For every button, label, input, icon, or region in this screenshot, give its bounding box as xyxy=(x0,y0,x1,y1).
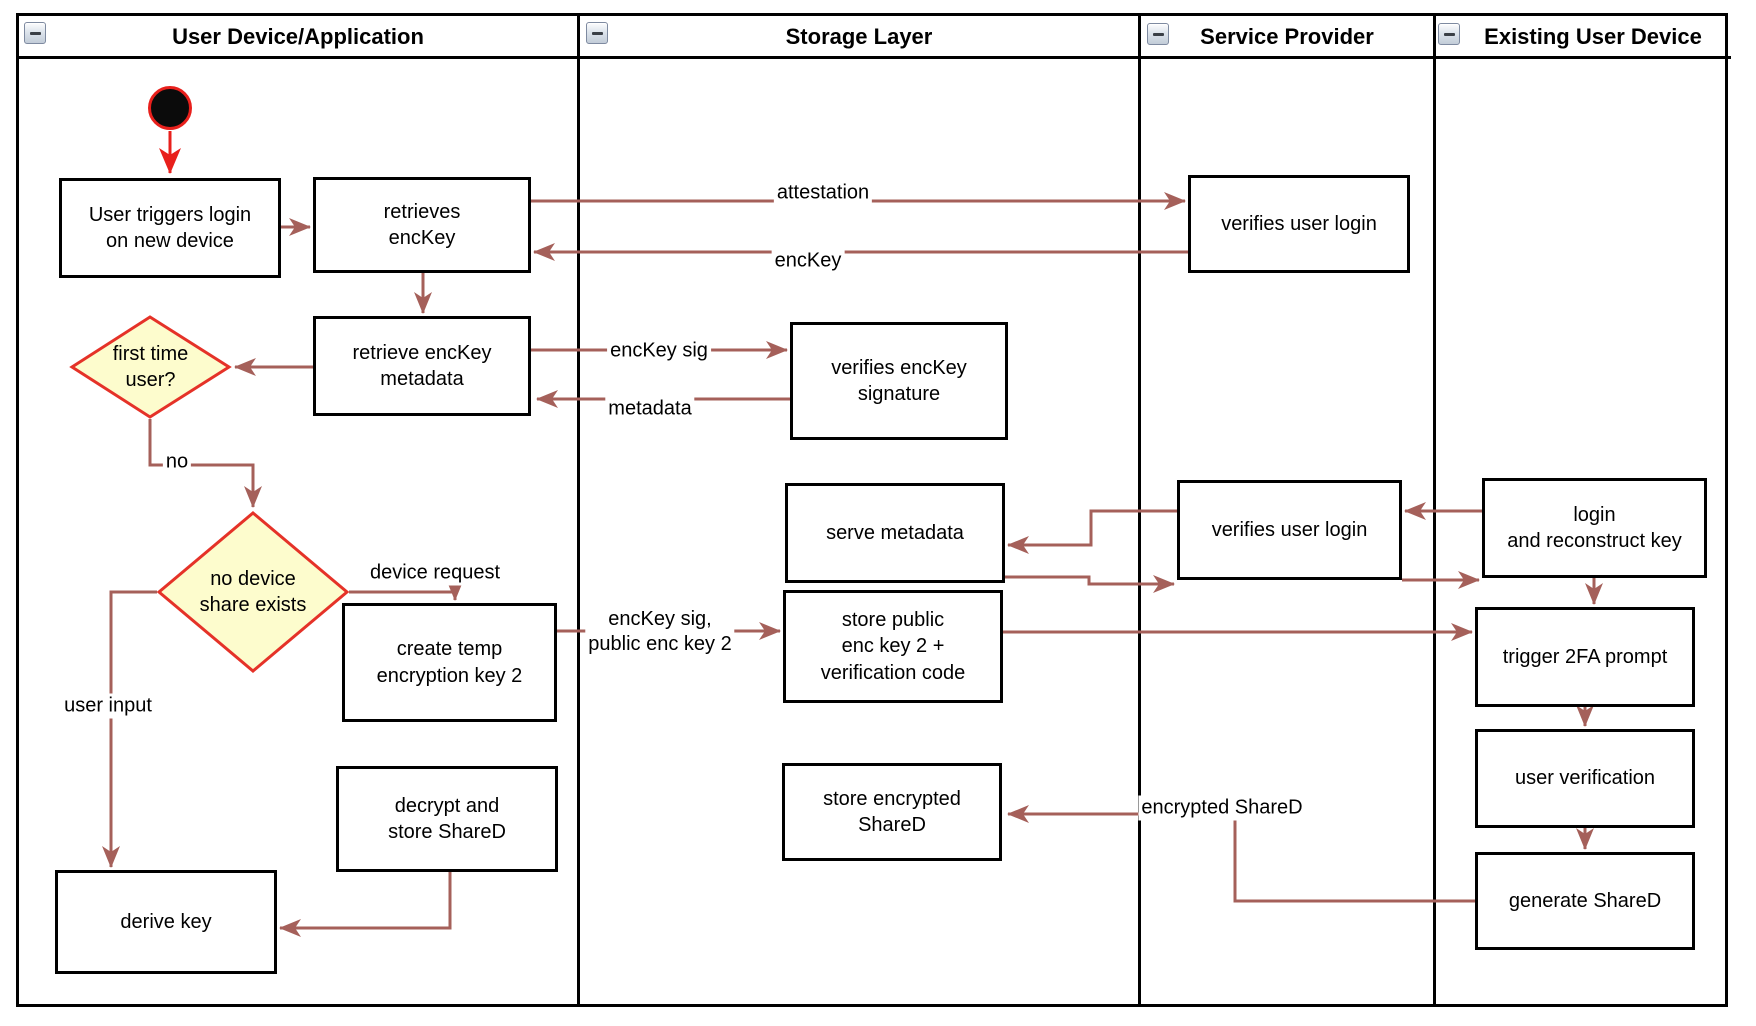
edge-label-enckey: encKey xyxy=(771,248,845,274)
edge-serve-to-verify xyxy=(1005,575,1175,593)
collapse-lane-icon[interactable] xyxy=(1147,23,1169,45)
node-store-public-enc-key2[interactable]: store public enc key 2 + verification co… xyxy=(783,590,1003,703)
node-create-temp-key2[interactable]: create temp encryption key 2 xyxy=(342,603,557,722)
lane-header-service-provider: Service Provider xyxy=(1200,24,1374,49)
lane-separator-1 xyxy=(577,13,580,1007)
edge-encrypted-shared xyxy=(1007,805,1475,903)
node-login-reconstruct-key[interactable]: login and reconstruct key xyxy=(1482,478,1707,578)
initial-state-icon[interactable] xyxy=(148,86,192,130)
decision-first-time-user[interactable]: first time user? xyxy=(69,314,232,420)
edge-label-encrypted-shared: encrypted ShareD xyxy=(1138,795,1306,821)
header-rule xyxy=(16,56,1731,59)
node-retrieves-enckey[interactable]: retrieves encKey xyxy=(313,177,531,273)
lane-header-existing-user-device: Existing User Device xyxy=(1484,24,1702,49)
node-derive-key[interactable]: derive key xyxy=(55,870,277,974)
node-user-triggers-login[interactable]: User triggers login on new device xyxy=(59,178,281,278)
node-retrieve-enckey-metadata[interactable]: retrieve encKey metadata xyxy=(313,316,531,416)
lane-header-storage-layer: Storage Layer xyxy=(785,24,933,49)
node-verifies-user-login-top[interactable]: verifies user login xyxy=(1188,175,1410,273)
node-serve-metadata[interactable]: serve metadata xyxy=(785,483,1005,583)
edge-label-device-request: device request xyxy=(366,560,504,586)
node-generate-shared[interactable]: generate ShareD xyxy=(1475,852,1695,950)
decision-no-device-share[interactable]: no device share exists xyxy=(156,510,350,674)
node-trigger-2fa-prompt[interactable]: trigger 2FA prompt xyxy=(1475,607,1695,707)
edge-label-metadata: metadata xyxy=(605,396,695,422)
node-decrypt-store-shared[interactable]: decrypt and store ShareD xyxy=(336,766,558,872)
node-verifies-user-login-bottom[interactable]: verifies user login xyxy=(1177,480,1402,580)
edge-label-attestation: attestation xyxy=(773,180,873,206)
edge-label-user-input: user input xyxy=(61,693,155,719)
edge-no-branch xyxy=(148,419,262,508)
edge-label-enckey-sig: encKey sig xyxy=(607,338,711,364)
node-user-verification[interactable]: user verification xyxy=(1475,729,1695,828)
node-verifies-enckey-signature[interactable]: verifies encKey signature xyxy=(790,322,1008,440)
collapse-lane-icon[interactable] xyxy=(24,22,46,44)
edge-decrypt-to-derive xyxy=(279,872,452,937)
node-store-encrypted-shared[interactable]: store encrypted ShareD xyxy=(782,763,1002,861)
edge-verify-to-serve xyxy=(1007,509,1177,554)
edge-device-request xyxy=(349,579,464,601)
lane-header-user-device: User Device/Application xyxy=(172,24,424,49)
edge-label-no: no xyxy=(162,449,192,475)
edge-label-enckey-sig-public: encKey sig, public enc key 2 xyxy=(585,607,735,657)
collapse-lane-icon[interactable] xyxy=(586,22,608,44)
collapse-lane-icon[interactable] xyxy=(1438,23,1460,45)
edge-user-input xyxy=(102,590,157,868)
